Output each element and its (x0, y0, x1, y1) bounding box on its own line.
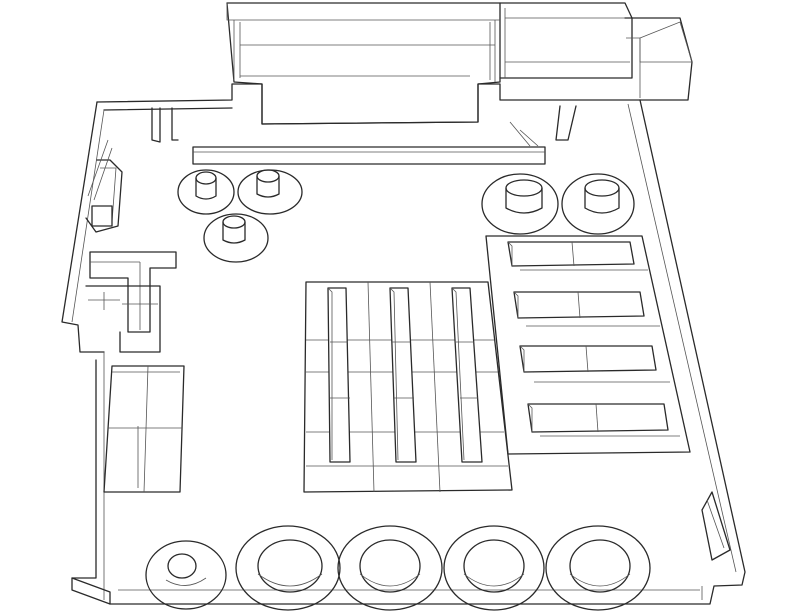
round-table-9 (443, 525, 545, 611)
round-tables-top-left (177, 169, 303, 263)
central-desk-area (303, 281, 513, 493)
round-table-1 (177, 169, 235, 215)
bench-row-1 (507, 241, 635, 267)
round-table-2 (237, 169, 303, 215)
wall-columns (151, 105, 731, 561)
long-desk-1 (327, 287, 351, 463)
round-table-4 (481, 173, 559, 235)
bench-area-right (485, 235, 691, 455)
back-structure (226, 2, 693, 125)
round-table-3 (203, 213, 269, 263)
round-tables-bottom (145, 525, 651, 611)
bench-row-4 (527, 403, 669, 433)
round-table-8 (337, 525, 443, 611)
back-counter (192, 121, 546, 165)
long-desk-3 (451, 287, 483, 463)
left-wall-cabinet (85, 139, 123, 233)
l-sofa (85, 251, 177, 353)
round-table-7 (235, 525, 341, 611)
round-table-10 (545, 525, 651, 611)
round-table-6 (145, 540, 227, 610)
bench-row-3 (519, 345, 657, 373)
bench-row-2 (513, 291, 645, 319)
round-tables-top-right (481, 173, 635, 235)
room-walls (61, 83, 746, 605)
round-table-5 (561, 173, 635, 235)
sofa-panels (103, 365, 185, 493)
long-desk-2 (389, 287, 417, 463)
